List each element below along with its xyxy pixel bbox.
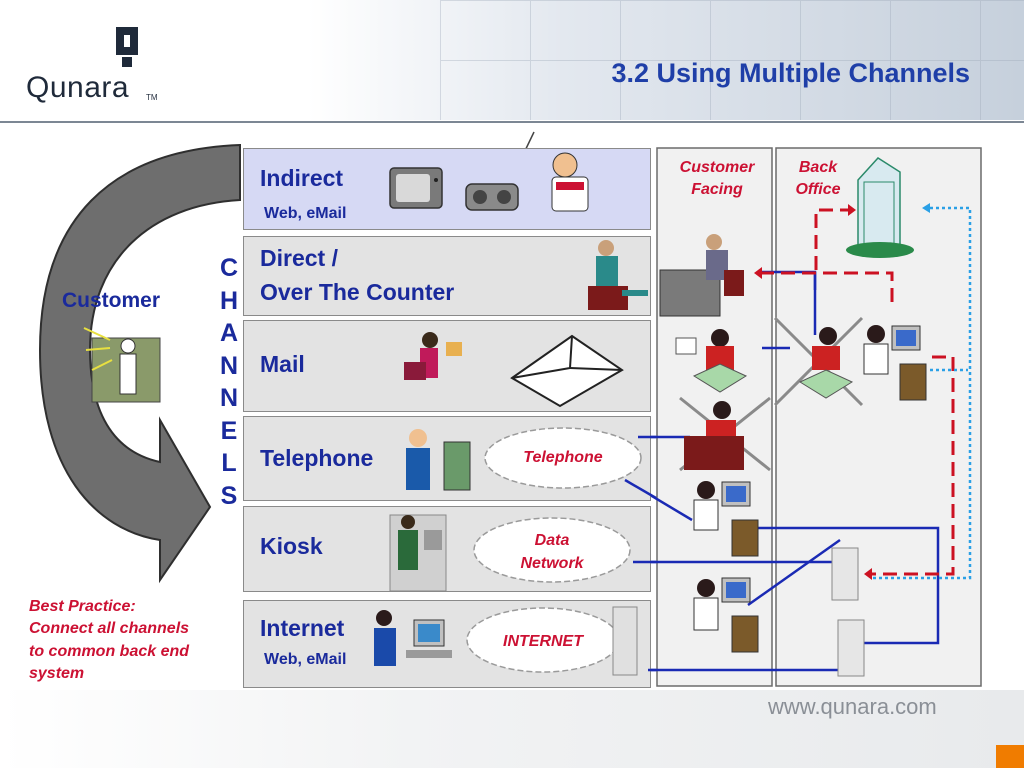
customer-facing-header-line1: Customer	[679, 159, 755, 176]
best-practice-line: to common back end	[29, 642, 190, 660]
radio-icon	[465, 183, 519, 211]
channel-label-line2: Over The Counter	[260, 279, 455, 305]
back-office-dashed-links	[760, 208, 955, 576]
header-divider	[0, 121, 1024, 123]
telephone-cloud-label: Telephone	[523, 449, 603, 466]
envelope-icon	[510, 334, 624, 408]
qunara-logo: Qunara TM	[26, 25, 176, 105]
headquarters-building-icon	[846, 157, 914, 258]
back-office-agent-icon	[798, 327, 854, 399]
phone-agent-icon	[684, 401, 744, 470]
phone-caller-icon	[406, 429, 471, 491]
channels-letter: L	[221, 449, 237, 477]
customer-label: Customer	[62, 289, 161, 312]
channels-letter: A	[219, 319, 239, 347]
channel-label: Internet	[260, 615, 345, 641]
channel-direct: Direct / Over The Counter	[243, 236, 651, 316]
back-office-computer-agent-icon	[863, 325, 927, 401]
data-network-cloud-label-line1: Data	[534, 532, 570, 549]
logo-trademark: TM	[146, 93, 158, 102]
internet-server-icon	[612, 606, 638, 676]
slide-title: 3.2 Using Multiple Channels	[611, 58, 970, 88]
channel-label: Telephone	[260, 445, 374, 471]
mail-courier-icon	[404, 332, 462, 380]
footer-band	[0, 690, 1024, 768]
back-end-server-icon	[837, 619, 865, 677]
back-office-header-line2: Office	[795, 181, 841, 198]
best-practice-note: Best Practice: Connect all channels to c…	[29, 596, 239, 686]
dotted-data-links	[870, 206, 972, 580]
website-url: www.qunara.com	[768, 694, 937, 719]
customer-figure-icon	[83, 327, 161, 403]
kiosk-user-icon	[389, 514, 447, 592]
channels-letter: C	[219, 254, 239, 282]
best-practice-line: Best Practice:	[29, 598, 136, 615]
channels-letter: H	[219, 286, 239, 315]
header-band	[0, 0, 1024, 120]
logo-mark-icon	[116, 27, 138, 67]
back-end-server-icon	[831, 547, 859, 601]
brand-corner-mark	[996, 745, 1024, 768]
customer-facing-header-line2: Facing	[691, 181, 743, 198]
best-practice-line: system	[29, 665, 85, 683]
channels-letter: E	[220, 416, 238, 445]
newspaper-boy-icon	[551, 152, 589, 212]
internet-cloud-label: INTERNET	[503, 633, 583, 650]
tv-icon	[389, 167, 443, 209]
channel-sublabel: Web, eMail	[264, 205, 347, 222]
customer-flow-arrow	[38, 143, 241, 584]
back-office-header-line1: Back	[798, 159, 838, 176]
counter-clerk-icon	[588, 240, 648, 310]
logo-text: Qunara	[26, 71, 130, 104]
channel-label: Mail	[260, 351, 305, 377]
channels-letter: S	[220, 481, 238, 510]
kiosk-support-agent-icon	[693, 481, 759, 557]
header-grid-pattern	[440, 0, 1024, 120]
counter-agent-icon	[675, 329, 748, 393]
channel-label: Indirect	[260, 165, 344, 191]
web-support-agent-icon	[693, 577, 759, 653]
telephone-cloud-shape	[484, 427, 642, 489]
channels-vertical-label: C H A N N E L S	[216, 252, 242, 512]
channels-letter: N	[219, 351, 239, 380]
internet-user-icon	[374, 610, 452, 666]
data-network-cloud-label-line2: Network	[520, 555, 584, 572]
channels-letter: N	[219, 384, 239, 412]
customer-facing-desk-icon	[659, 234, 744, 317]
data-network-cloud-shape	[473, 517, 631, 583]
channel-label: Kiosk	[260, 533, 323, 559]
best-practice-line: Connect all channels	[29, 620, 190, 638]
channel-label: Direct /	[260, 245, 338, 271]
channel-sublabel: Web, eMail	[264, 651, 347, 668]
